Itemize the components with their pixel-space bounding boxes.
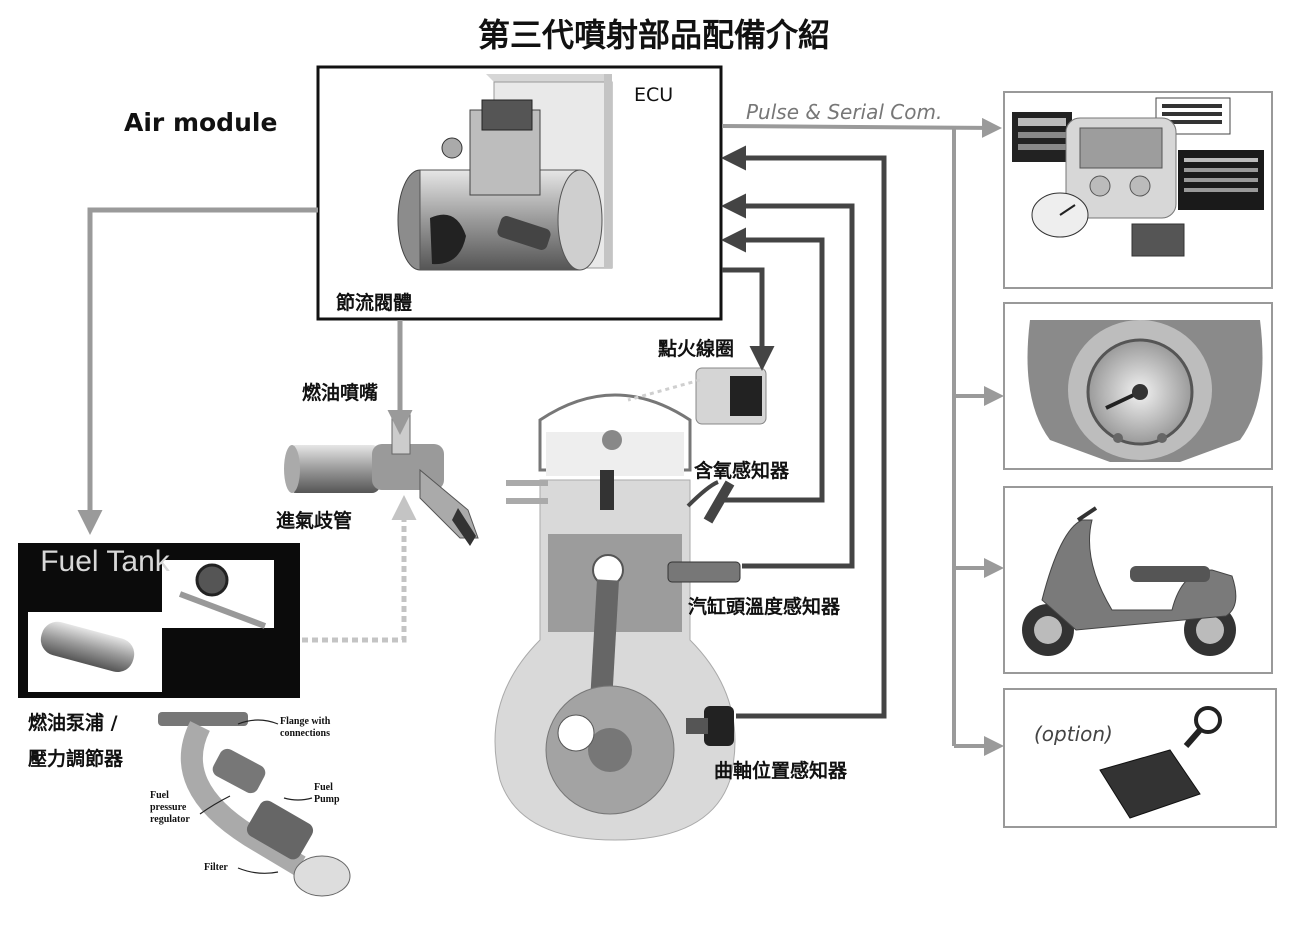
key-option-panel	[1003, 688, 1277, 828]
pump-callout-leaders	[199, 719, 313, 874]
cylinder-temp-sensor-label: 汽缸頭溫度感知器	[688, 596, 841, 618]
throttle-body-image	[397, 99, 603, 271]
callout-filter: Filter	[204, 862, 228, 873]
intake-manifold-label: 進氣歧管	[276, 510, 353, 532]
option-label: (option)	[1034, 722, 1113, 746]
line-temp-to-ecu	[721, 193, 855, 569]
crank-position-sensor-label: 曲軸位置感知器	[714, 760, 848, 782]
line-crank-to-ecu	[721, 145, 887, 719]
pump-regulator-label-line2: 壓力調節器	[28, 748, 124, 770]
connection-lines	[77, 117, 1004, 756]
line-ecu-to-coil	[722, 267, 775, 371]
callout-fuel-pump: Fuel Pump	[314, 782, 340, 805]
o2-sensor-image	[686, 480, 735, 524]
ignition-coil-label: 點火線圈	[658, 338, 735, 360]
temp-sensor-image	[667, 561, 741, 583]
dashboard-panel	[1003, 91, 1273, 289]
fuel-tank-panel	[18, 543, 300, 698]
throttle-body-label: 節流閥體	[336, 292, 413, 314]
ecu-label: ECU	[634, 84, 674, 106]
meter-panel	[1003, 302, 1273, 470]
fuel-pump-image	[158, 712, 351, 897]
scooter-panel	[1003, 486, 1273, 674]
callout-regulator: Fuel pressure regulator	[150, 790, 190, 825]
line-ecu-to-tank	[77, 207, 318, 535]
fuel-tank-label: Fuel Tank	[40, 545, 170, 578]
pulse-serial-label: Pulse & Serial Com.	[746, 100, 943, 124]
line-tank-to-manifold	[302, 495, 417, 643]
air-module-label: Air module	[124, 108, 278, 137]
callout-flange: Flange with connections	[280, 716, 331, 739]
page-title: 第三代噴射部品配備介紹	[477, 16, 830, 54]
ignition-coil-image	[695, 367, 767, 425]
line-ecu-to-panels	[721, 117, 1002, 138]
pump-regulator-label-line1: 燃油泵浦 /	[28, 712, 118, 734]
injector-label: 燃油噴嘴	[302, 382, 379, 404]
air-module-box	[316, 65, 723, 321]
crank-sensor-image	[686, 706, 734, 746]
o2-sensor-label: 含氧感知器	[694, 460, 790, 482]
line-o2-to-ecu	[721, 227, 825, 503]
